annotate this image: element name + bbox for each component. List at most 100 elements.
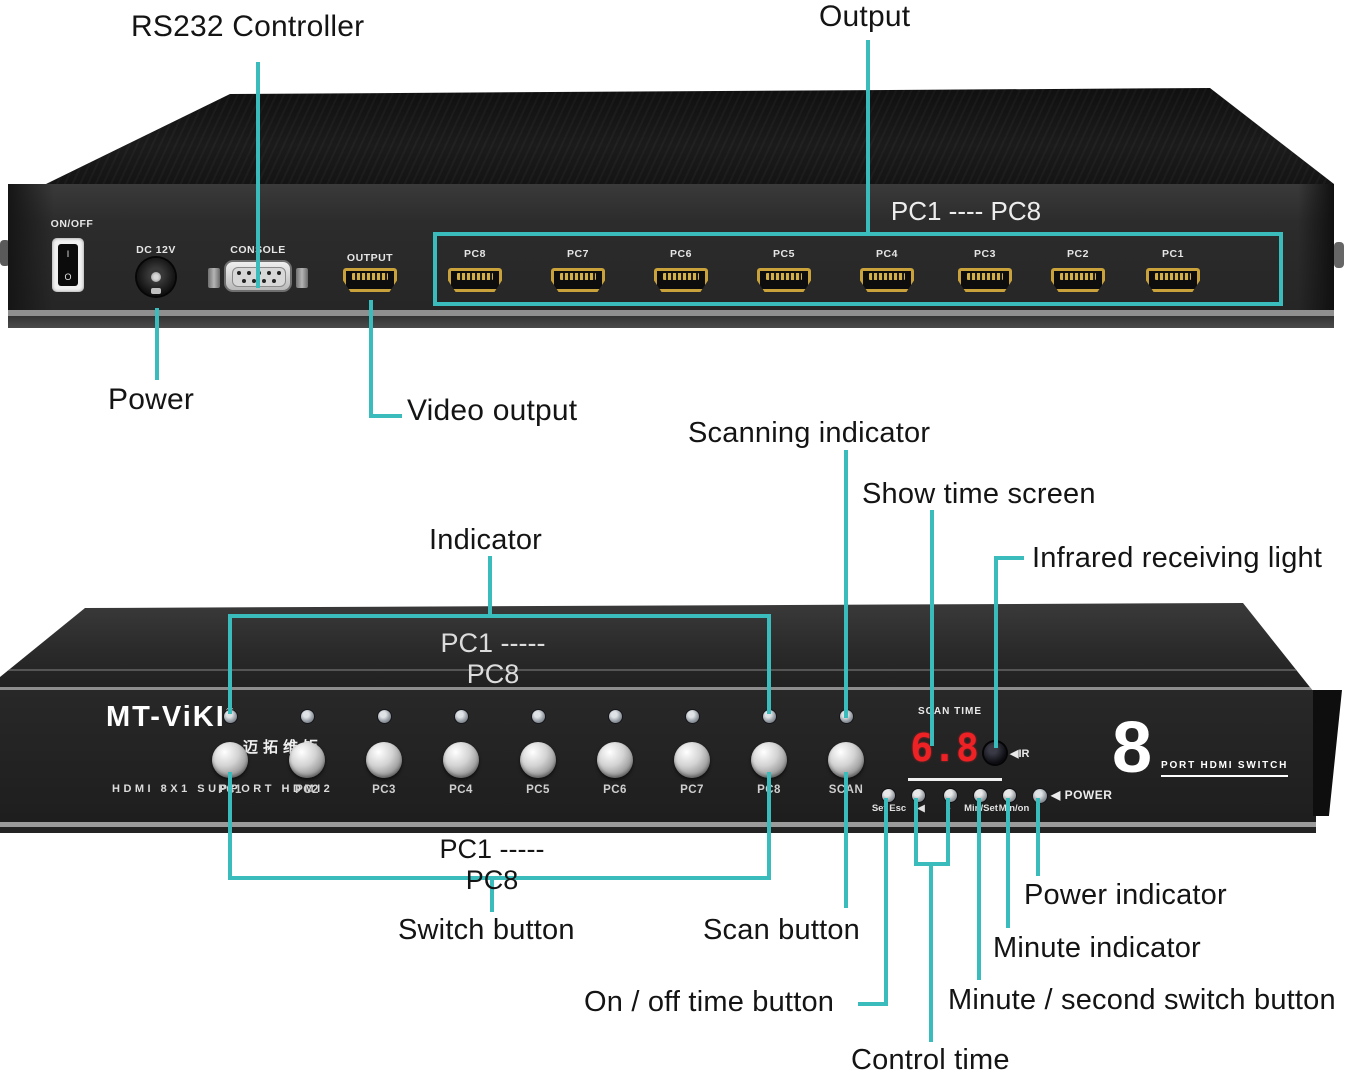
rear-port-label-pc2: PC2 (1067, 248, 1089, 260)
small-button-label-4: Min/Set (964, 803, 998, 814)
indicator-led-pc5 (532, 710, 545, 723)
rear-hdmi-port-pc6 (654, 268, 708, 292)
leader-control-stem (929, 862, 933, 1042)
button-label-pc2: PC2 (295, 784, 319, 796)
label-on-off-time-button: On / off time button (584, 986, 835, 1018)
label-scanning-indicator: Scanning indicator (688, 417, 931, 449)
button-label-pc3: PC3 (372, 784, 396, 796)
dc-power-jack (137, 258, 175, 296)
rear-device-top-face (46, 88, 1334, 184)
leader-switch-drop-right (767, 772, 771, 880)
label-minute-second-switch-button: Minute / second switch button (948, 984, 1336, 1016)
button-label-pc6: PC6 (603, 784, 627, 796)
leader-switch-stem (490, 876, 494, 912)
rear-hdmi-port-pc7 (551, 268, 605, 292)
label-infrared-receiving-light: Infrared receiving light (1032, 542, 1323, 574)
indicator-led-pc1 (224, 710, 237, 723)
brand-logo: MT-ViKI® (106, 701, 234, 733)
inputs-highlight-box (433, 232, 1283, 306)
push-button-pc5[interactable] (520, 742, 556, 778)
onoff-label: ON/OFF (50, 218, 94, 230)
ir-label: ◀IR (1010, 748, 1030, 760)
button-label-pc5: PC5 (526, 784, 550, 796)
leader-indicator-drop-right (767, 614, 771, 714)
label-rs232-controller: RS232 Controller (131, 10, 365, 43)
rear-port-label-pc3: PC3 (974, 248, 996, 260)
leader-control-right (946, 798, 950, 866)
ir-receiver (984, 742, 1006, 764)
rear-port-label-pc6: PC6 (670, 248, 692, 260)
front-pc-range-top-label: PC1 ----- PC8 (440, 628, 546, 689)
rear-hdmi-port-pc3 (958, 268, 1012, 292)
output-port-label: OUTPUT (346, 252, 394, 264)
rear-port-label-pc1: PC1 (1162, 248, 1184, 260)
push-button-pc6[interactable] (597, 742, 633, 778)
indicator-led-pc3 (378, 710, 391, 723)
indicator-led-pc2 (301, 710, 314, 723)
label-control-time: Control time (851, 1044, 1010, 1076)
label-power-indicator: Power indicator (1024, 879, 1227, 911)
leader-power (155, 308, 159, 380)
rear-device-bottom-edge (8, 310, 1334, 316)
rear-hdmi-port-pc1 (1146, 268, 1200, 292)
leader-show-time (930, 510, 934, 746)
front-device-right-side (1313, 690, 1342, 816)
label-pc-range-bottom: PC1 ----- PC8 (439, 834, 545, 895)
leader-switch-bracket (228, 876, 771, 880)
leader-indicator-stem (488, 556, 492, 618)
badge-port-count: 8 (1112, 708, 1153, 788)
rear-right-mount-ear (1334, 242, 1344, 268)
indicator-led-pc7 (686, 710, 699, 723)
rear-port-label-pc7: PC7 (567, 248, 589, 260)
leader-rs232 (256, 62, 260, 288)
button-label-pc4: PC4 (449, 784, 473, 796)
leader-video-h (369, 414, 402, 418)
badge-text: PORT HDMI SWITCH (1161, 760, 1289, 777)
leader-control-left (914, 798, 918, 866)
rear-hdmi-port-pc2 (1051, 268, 1105, 292)
rear-port-label-pc8: PC8 (464, 248, 486, 260)
leader-scan-button (844, 772, 848, 908)
push-button-pc2[interactable] (289, 742, 325, 778)
leader-scanning (844, 450, 848, 718)
push-button-pc4[interactable] (443, 742, 479, 778)
label-switch-button: Switch button (398, 914, 575, 946)
indicator-led-pc4 (455, 710, 468, 723)
indicator-led-pc6 (609, 710, 622, 723)
push-button-pc3[interactable] (366, 742, 402, 778)
push-button-pc7[interactable] (674, 742, 710, 778)
label-video-output: Video output (407, 394, 578, 427)
front-device-bottom-edge (0, 822, 1316, 827)
display-underline (908, 778, 1002, 781)
rear-hdmi-port-pc5 (757, 268, 811, 292)
leader-indicator-bracket (228, 614, 771, 618)
label-minute-indicator: Minute indicator (993, 932, 1201, 964)
model-line: HDMI 8X1 SUPPORT HDMI2 (112, 783, 334, 795)
leader-infrared-h (994, 556, 1024, 560)
power-led-label: ◀ POWER (1051, 788, 1113, 802)
leader-video-v (369, 300, 373, 418)
rear-pc-range-label: PC1 ---- PC8 (890, 196, 1042, 226)
small-button-label-5: Min/on (998, 803, 1030, 814)
leader-indicator-drop-left (228, 614, 232, 714)
small-button-label-1: Set Esc (871, 803, 907, 814)
leader-minute-second (977, 798, 981, 980)
label-show-time-screen: Show time screen (862, 478, 1096, 510)
rear-hdmi-port-pc4 (860, 268, 914, 292)
label-power: Power (108, 383, 195, 416)
rear-device-shadow (8, 316, 1334, 328)
output-hdmi-port (343, 268, 397, 292)
leader-output (866, 40, 870, 236)
rear-port-label-pc5: PC5 (773, 248, 795, 260)
rocker-off-mark: O (64, 272, 72, 282)
leader-infrared-v (994, 556, 998, 748)
label-indicator: Indicator (429, 524, 543, 556)
leader-power-indicator (1036, 798, 1040, 876)
rear-left-mount-ear (0, 240, 10, 266)
small-button-label-2: ◀ (917, 803, 925, 814)
leader-minute-indicator (1006, 798, 1010, 928)
rear-port-label-pc4: PC4 (876, 248, 898, 260)
button-label-pc7: PC7 (680, 784, 704, 796)
